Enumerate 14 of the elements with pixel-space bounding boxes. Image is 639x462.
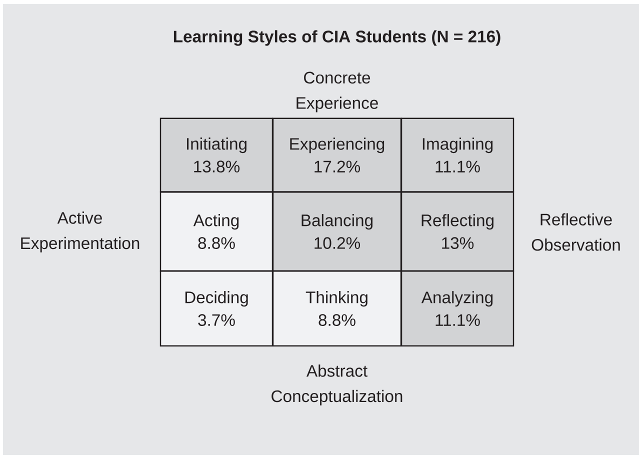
style-cell: Analyzing 11.1% — [400, 270, 514, 346]
style-cell: Imagining 11.1% — [400, 118, 514, 192]
title: Learning Styles of CIA Students (N = 216) — [174, 30, 500, 46]
style-cell: Experiencing 17.2% — [272, 118, 402, 192]
axis-label: Abstract Conceptualization — [272, 364, 402, 406]
axis-label: Reflective Observation — [532, 213, 620, 251]
axis-label: Concrete Experience — [296, 72, 378, 112]
style-cell: Initiating 13.8% — [160, 118, 274, 192]
style-cell: Acting 8.8% — [160, 192, 274, 272]
axis-label: Active Experimentation — [21, 212, 140, 252]
style-cell: Thinking 8.8% — [272, 270, 402, 346]
style-cell: Balancing 10.2% — [272, 192, 402, 272]
style-cell: Deciding 3.7% — [160, 270, 274, 346]
style-cell: Reflecting 13% — [400, 192, 514, 272]
